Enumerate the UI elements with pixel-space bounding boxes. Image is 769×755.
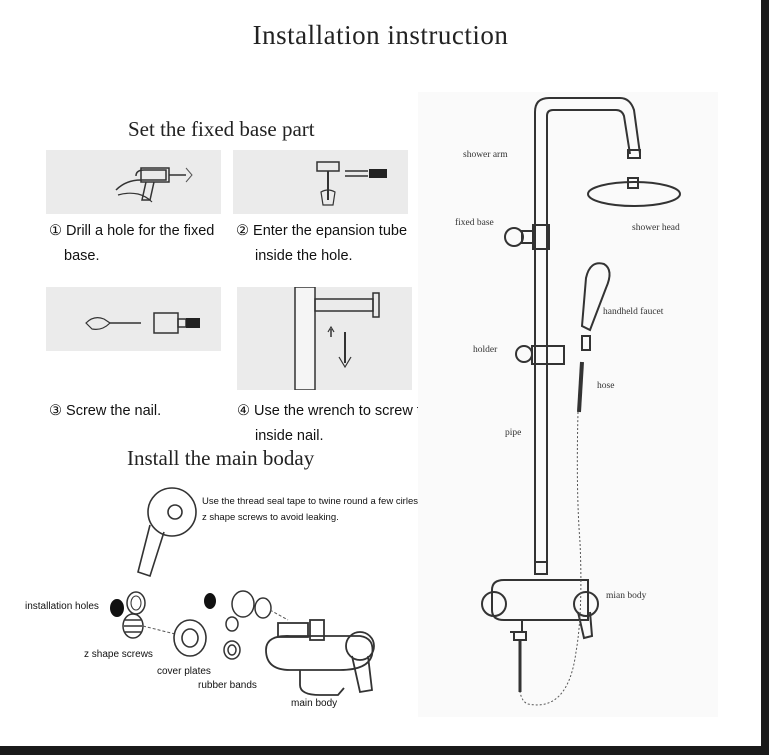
main-body-exploded-diagram (110, 487, 375, 696)
drill-icon (46, 150, 221, 214)
label-handheld-faucet: handheld faucet (603, 307, 664, 317)
step-3-line1: Screw the nail. (66, 403, 162, 419)
z-screw-upper-icon (204, 590, 272, 632)
label-main-body: main body (291, 698, 338, 709)
label-fixed-base: fixed base (455, 218, 494, 228)
shower-diagram-background (418, 92, 718, 717)
section-heading-fixed-base: Set the fixed base part (128, 117, 315, 141)
note-line-2: z shape screws to avoid leaking. (202, 512, 339, 523)
label-holder: holder (473, 345, 498, 355)
z-screw-left-icon (122, 613, 144, 639)
instruction-sheet: Installation instruction Set the fixed b… (0, 0, 761, 746)
note-line-1: Use the thread seal tape to twine round … (202, 496, 445, 507)
label-mian-body: mian body (606, 591, 647, 601)
step-2-line2: inside the hole. (255, 248, 353, 264)
step-4-number: ④ (237, 403, 250, 419)
section-heading-main-body: Install the main boday (127, 446, 315, 470)
handle-icon (137, 487, 197, 578)
installation-holes-icon (110, 591, 146, 617)
rubber-band-icon (223, 640, 241, 660)
wrench-icon (237, 287, 412, 390)
hose-connector (581, 335, 591, 351)
step-1-text: ① Drill a hole for the fixed base. (49, 219, 214, 269)
handheld-faucet (580, 262, 611, 332)
drill-illustration (46, 150, 221, 214)
label-z-shape-screws: z shape screws (84, 649, 153, 660)
holder-part (515, 345, 533, 363)
screwdriver-illustration (46, 287, 221, 351)
step-4-line1: Use the wrench to screw the (254, 403, 437, 419)
step-1-line2: base. (64, 248, 100, 264)
label-installation-holes: installation holes (25, 601, 99, 612)
main-body-faucet-icon (265, 619, 375, 696)
page-title: Installation instruction (252, 20, 509, 50)
step-4-line2: inside nail. (255, 428, 324, 444)
cover-plate-icon (173, 619, 207, 657)
step-2-number: ② (236, 223, 249, 239)
label-cover-plates: cover plates (157, 666, 211, 677)
wrench-illustration (237, 287, 412, 390)
fixed-base-part (504, 227, 524, 247)
screwdriver-icon (46, 287, 221, 351)
hammer-illustration (233, 150, 408, 214)
step-2-line1: Enter the epansion tube (253, 223, 408, 239)
step-2-text: ② Enter the epansion tube inside the hol… (236, 219, 407, 269)
step-3-number: ③ (49, 403, 62, 419)
step-3-text: ③ Screw the nail. (49, 399, 161, 424)
label-pipe: pipe (505, 428, 522, 438)
mian-body-part (491, 579, 589, 621)
label-shower-arm: shower arm (463, 150, 508, 160)
label-shower-head: shower head (632, 223, 680, 233)
shower-arm (534, 97, 641, 562)
shower-system-diagram (481, 97, 681, 706)
label-rubber-bands: rubber bands (198, 680, 257, 691)
seal-tape-note: Use the thread seal tape to twine round … (202, 494, 444, 526)
label-hose: hose (597, 381, 615, 391)
hose-line (577, 361, 584, 413)
step-1-number: ① (49, 223, 62, 239)
step-1-line1: Drill a hole for the fixed (66, 223, 215, 239)
step-4-text: ④ Use the wrench to screw the inside nai… (237, 399, 437, 449)
hammer-icon (233, 150, 408, 214)
shower-head (587, 181, 681, 207)
